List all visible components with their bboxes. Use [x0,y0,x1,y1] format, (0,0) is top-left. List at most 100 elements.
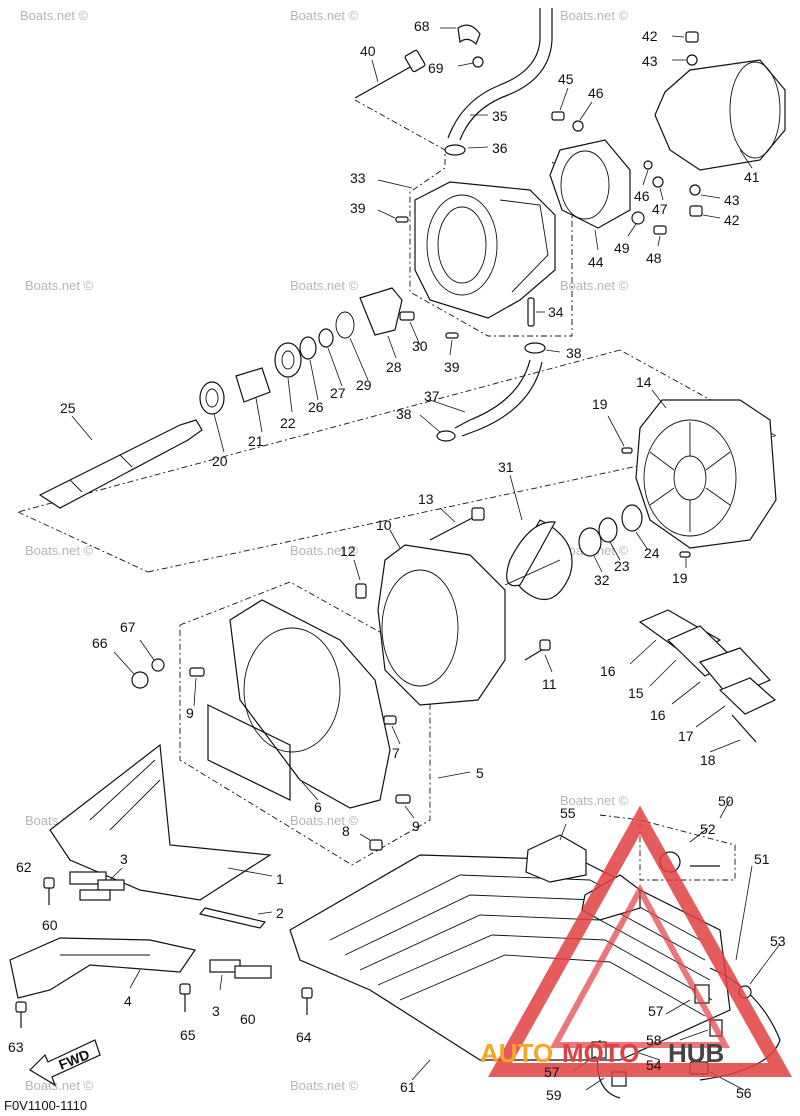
intake-housing-33 [377,179,556,319]
callout-9: 9 [412,818,420,834]
callout-34: 34 [548,304,564,320]
watermark: Boats.net © [25,1078,94,1093]
callout-61: 61 [400,1079,416,1095]
bolt-13 [429,507,485,541]
callout-9: 9 [186,705,194,721]
callout-57: 57 [648,1003,664,1019]
callout-11: 11 [542,676,557,692]
bracket-55 [525,823,587,883]
spacers-3 [69,867,272,991]
nozzle-41 [654,59,786,171]
callout-56: 56 [736,1085,752,1101]
intake-grate-1 [49,743,273,901]
callout-7: 7 [392,745,400,761]
strainer-4 [9,937,196,999]
clamp-36 [444,144,489,156]
cover-plate-15-18 [629,609,777,753]
clamp-68 [440,24,481,46]
watermark: Boats.net © [290,543,359,558]
watermark: Boats.net © [290,278,359,293]
callout-50: 50 [718,793,734,809]
nut-washer-66-67 [113,639,165,689]
callout-13: 13 [418,491,434,507]
callout-69: 69 [428,60,444,76]
callout-15: 15 [628,685,644,701]
callout-62: 62 [16,859,32,875]
callout-58: 58 [646,1032,662,1048]
hardware-42-43 [671,31,721,219]
automotohub-logo: AUTO MOTO HUB [480,805,792,1077]
drive-shaft-25 [38,415,203,509]
hardware-45-49 [551,87,667,247]
callout-60: 60 [240,1011,256,1027]
callout-53: 53 [770,933,786,949]
callout-1: 1 [276,871,284,887]
callout-57: 57 [544,1064,560,1080]
bearings-seals [199,328,343,453]
callout-3: 3 [212,1003,220,1019]
pin-34 [527,297,545,327]
watermark: Boats.net © [290,813,359,828]
callout-39: 39 [444,359,460,375]
bolt-11 [524,639,553,673]
callout-33: 33 [350,170,366,186]
callout-19: 19 [592,396,608,412]
callout-59: 59 [546,1087,562,1103]
callout-60: 60 [42,917,58,933]
logo-text-moto: MOTO [562,1038,640,1068]
bolt-40 [354,49,426,99]
pin-39a [377,209,409,223]
callout-24: 24 [644,545,660,561]
pins-19 [607,415,691,568]
callout-8: 8 [342,823,350,839]
callout-22: 22 [280,415,296,431]
callout-44: 44 [588,254,604,270]
callout-16: 16 [650,707,666,723]
callout-20: 20 [212,453,228,469]
callout-38: 38 [396,406,412,422]
ride-plate-housing-5 [229,599,471,809]
callout-3: 3 [120,851,128,867]
callout-47: 47 [652,201,668,217]
callout-2: 2 [276,905,284,921]
callout-54: 54 [646,1057,662,1073]
callout-66: 66 [92,635,108,651]
nut-69 [457,56,484,68]
callout-28: 28 [386,359,402,375]
callout-14: 14 [636,374,652,390]
callout-65: 65 [180,1027,196,1043]
watermark: Boats.net © [290,8,359,23]
callout-39: 39 [350,200,366,216]
callout-37: 37 [424,388,440,404]
callout-5: 5 [476,765,484,781]
watermark: Boats.net © [25,278,94,293]
callout-17: 17 [678,728,694,744]
callout-12: 12 [340,543,356,559]
callout-23: 23 [614,558,630,574]
pump-housing-14 [635,389,777,549]
callout-67: 67 [120,619,136,635]
callout-42: 42 [724,212,740,228]
impeller-duct-10 [377,529,506,706]
hose-37-clamps-38 [419,332,561,442]
watermark: Boats.net © [290,1078,359,1093]
callout-25: 25 [60,400,76,416]
figure-code: F0V1100-1110 [4,1098,87,1113]
hardware-28-30 [335,287,421,381]
callout-46: 46 [634,188,650,204]
callout-42: 42 [642,28,658,44]
watermark: Boats.net © [560,278,629,293]
logo-text-hub: HUB [668,1038,724,1068]
callout-29: 29 [356,377,372,393]
watermark: Boats.net © [560,8,629,23]
callout-68: 68 [414,18,430,34]
callout-40: 40 [360,43,376,59]
callout-18: 18 [700,752,716,768]
callout-63: 63 [8,1039,24,1055]
callout-51: 51 [754,851,770,867]
callout-6: 6 [314,799,322,815]
pin-12 [353,559,367,599]
callout-38: 38 [566,345,582,361]
callout-10: 10 [376,517,392,533]
